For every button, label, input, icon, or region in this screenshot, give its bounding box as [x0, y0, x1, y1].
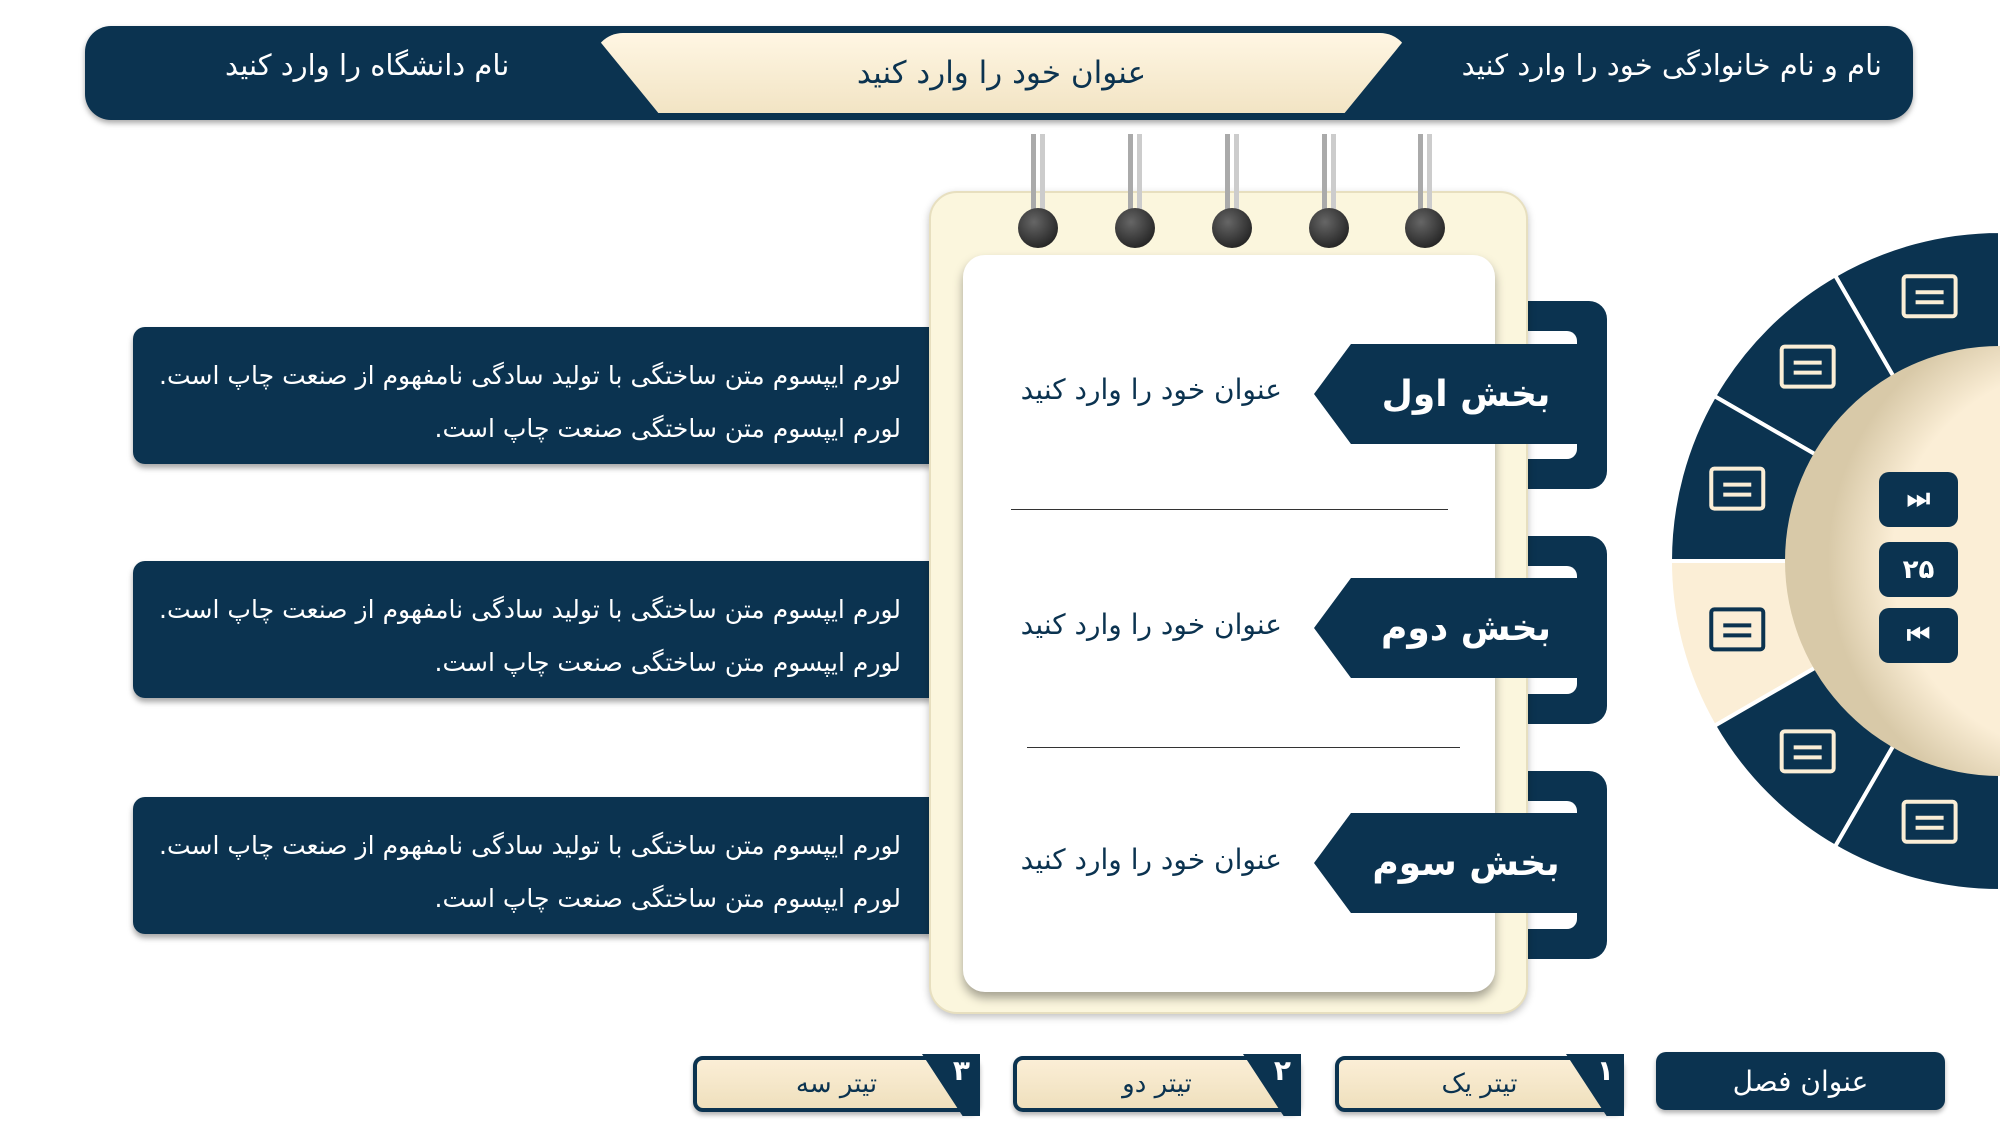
- tab-1[interactable]: تیتر یک ۱: [1335, 1054, 1624, 1116]
- header-name: نام و نام خانوادگی خود را وارد کنید: [1461, 48, 1882, 82]
- tab-label: تیتر سه: [795, 1069, 878, 1099]
- section-2-label[interactable]: بخش دوم: [1314, 578, 1578, 678]
- chapter-title[interactable]: عنوان فصل: [1656, 1052, 1945, 1110]
- prev-button[interactable]: ⏮: [1879, 608, 1958, 663]
- section-1-title: عنوان خود را وارد کنید: [1020, 373, 1282, 406]
- tab-3[interactable]: تیتر سه ۳: [693, 1054, 980, 1116]
- skip-forward-icon: ⏭: [1906, 484, 1931, 514]
- label: بخش دوم: [1380, 607, 1552, 649]
- tab-number: ۲: [1243, 1054, 1301, 1116]
- binders-icon: [1709, 466, 1766, 511]
- ring-hole: [1018, 208, 1058, 248]
- label: بخش اول: [1381, 373, 1551, 415]
- section-3-title: عنوان خود را وارد کنید: [1020, 843, 1282, 876]
- section-1-label[interactable]: بخش اول: [1314, 344, 1578, 444]
- next-button[interactable]: ⏭: [1879, 472, 1958, 527]
- ring-hole: [1309, 208, 1349, 248]
- divider: [1027, 747, 1460, 748]
- header-title: عنوان خود را وارد کنید: [593, 33, 1410, 113]
- text-box-1: لورم ایپسوم متن ساختگی با تولید سادگی نا…: [133, 327, 931, 464]
- ring-hole: [1115, 208, 1155, 248]
- tab-label: تیتر دو: [1122, 1069, 1192, 1099]
- divider: [1011, 509, 1448, 510]
- section-2-title: عنوان خود را وارد کنید: [1020, 608, 1282, 641]
- tab-label: تیتر یک: [1441, 1069, 1518, 1099]
- text-box-2: لورم ایپسوم متن ساختگی با تولید سادگی نا…: [133, 561, 931, 698]
- header-university: نام دانشگاه را وارد کنید: [225, 48, 510, 82]
- section-3-label[interactable]: بخش سوم: [1314, 813, 1578, 913]
- ring-wire: [1225, 134, 1239, 229]
- tab-number: ۱: [1566, 1054, 1624, 1116]
- page-number: ۲۵: [1879, 542, 1958, 597]
- tab-number: ۳: [922, 1054, 980, 1116]
- browser-list-icon: [1901, 799, 1958, 844]
- tab-2[interactable]: تیتر دو ۲: [1013, 1054, 1301, 1116]
- document-settings-icon: [1901, 274, 1958, 319]
- ring-wire: [1128, 134, 1142, 229]
- chapter-label: عنوان فصل: [1732, 1064, 1869, 1098]
- presentation-easel-icon: [1779, 729, 1836, 774]
- ring-wire: [1031, 134, 1045, 229]
- ring-wire: [1322, 134, 1336, 229]
- ring-hole: [1212, 208, 1252, 248]
- laptop-chart-icon: [1709, 607, 1766, 652]
- label: بخش سوم: [1372, 842, 1560, 884]
- ring-wire: [1418, 134, 1432, 229]
- text-box-3: لورم ایپسوم متن ساختگی با تولید سادگی نا…: [133, 797, 931, 934]
- notebook-gear-icon: [1779, 344, 1836, 389]
- ring-hole: [1405, 208, 1445, 248]
- skip-back-icon: ⏮: [1906, 620, 1931, 650]
- title-text: عنوان خود را وارد کنید: [856, 55, 1147, 91]
